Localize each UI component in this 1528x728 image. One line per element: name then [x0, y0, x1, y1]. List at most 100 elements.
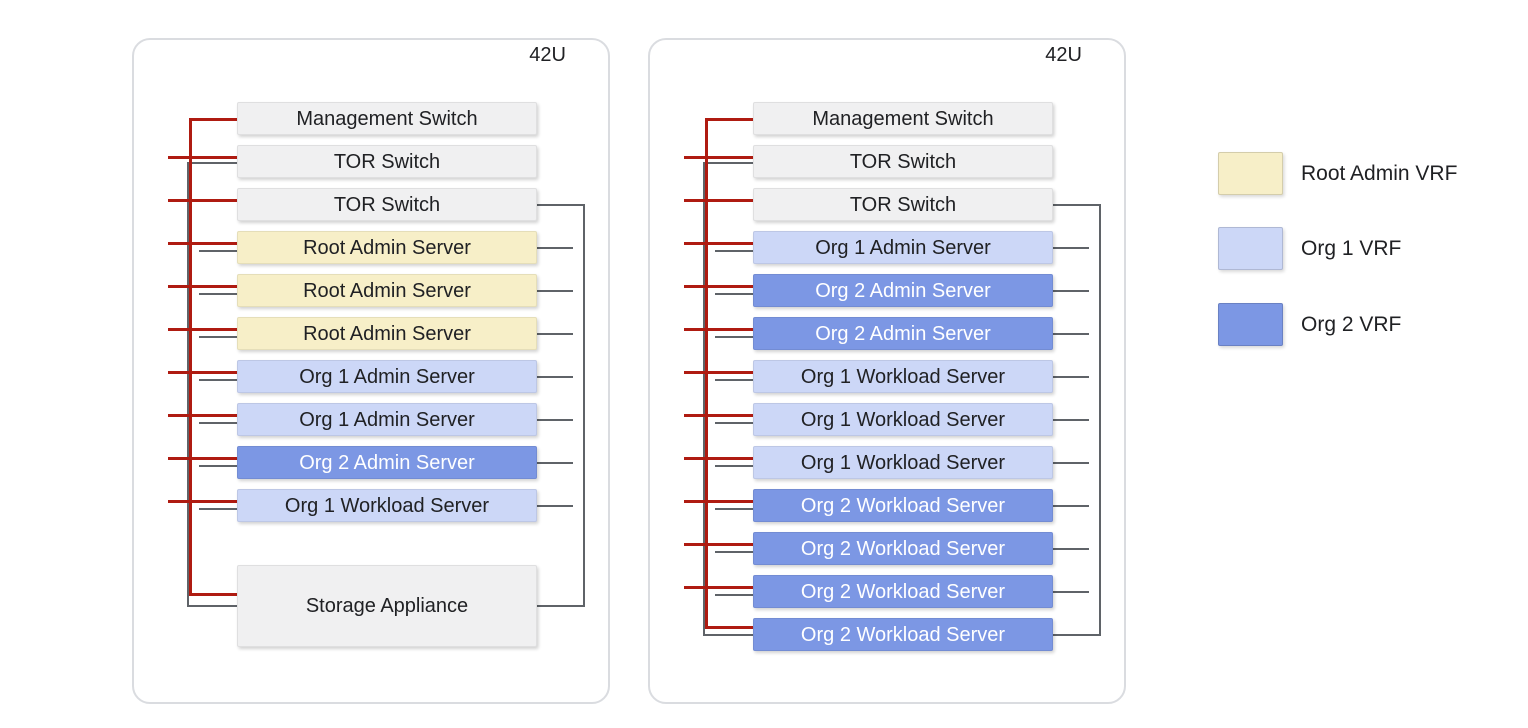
- rack-1: 42U Management Swi: [132, 38, 610, 704]
- data-network-right-trunk-line: [1099, 204, 1101, 636]
- data-link-stub: [715, 379, 753, 381]
- mgmt-link-line: [684, 414, 753, 417]
- data-link-stub: [1053, 419, 1089, 421]
- data-link-stub: [1053, 247, 1089, 249]
- mgmt-link-line: [684, 500, 753, 503]
- legend-swatch-org1-vrf: [1218, 227, 1283, 270]
- data-link-stub: [715, 551, 753, 553]
- rack-unit-label: Org 1 Workload Server: [800, 365, 1006, 388]
- legend-item: Org 2 VRF: [1218, 303, 1401, 346]
- rack-unit: Org 2 Admin Server: [237, 446, 537, 479]
- rack-unit: Org 1 Admin Server: [237, 360, 537, 393]
- rack-unit-label: Org 1 Workload Server: [800, 451, 1006, 474]
- data-network-left-trunk-line: [187, 162, 189, 607]
- rack-unit-label: TOR Switch: [849, 193, 957, 216]
- mgmt-link-line: [705, 626, 753, 629]
- data-link-stub: [1053, 548, 1089, 550]
- mgmt-link-line: [705, 118, 753, 121]
- rack-unit: TOR Switch: [237, 188, 537, 221]
- rack-unit-label: Root Admin Server: [303, 236, 471, 259]
- rack-unit-label: Org 1 Admin Server: [815, 236, 991, 259]
- rack-unit: Storage Appliance: [237, 565, 537, 647]
- data-link-stub: [537, 247, 573, 249]
- legend-item: Root Admin VRF: [1218, 152, 1457, 195]
- data-link-stub: [1053, 376, 1089, 378]
- mgmt-link-line: [684, 199, 753, 202]
- mgmt-link-line: [189, 118, 237, 121]
- rack-unit: Org 2 Admin Server: [753, 274, 1053, 307]
- rack-unit: TOR Switch: [753, 145, 1053, 178]
- data-link-stub: [537, 419, 573, 421]
- mgmt-link-line: [168, 414, 237, 417]
- mgmt-link-line: [168, 500, 237, 503]
- rack-unit-label: TOR Switch: [333, 193, 441, 216]
- data-link-stub: [715, 594, 753, 596]
- data-link-stub: [199, 336, 237, 338]
- rack-unit-label: Org 1 Workload Server: [800, 408, 1006, 431]
- rack-unit: Management Switch: [753, 102, 1053, 135]
- data-link-line: [187, 162, 237, 164]
- rack-unit: Org 1 Admin Server: [237, 403, 537, 436]
- rack-unit: Root Admin Server: [237, 317, 537, 350]
- mgmt-link-line: [168, 242, 237, 245]
- rack-unit-label: TOR Switch: [333, 150, 441, 173]
- rack-unit: Org 1 Workload Server: [753, 403, 1053, 436]
- data-link-stub: [537, 462, 573, 464]
- rack-unit-label: Root Admin Server: [303, 279, 471, 302]
- data-link-stub: [715, 465, 753, 467]
- rack-unit-label: Org 2 Workload Server: [800, 580, 1006, 603]
- data-link-stub: [715, 508, 753, 510]
- rack-unit-label: Org 2 Workload Server: [800, 537, 1006, 560]
- rack-1-capacity-label: 42U: [529, 44, 566, 66]
- data-network-right-trunk-line: [583, 204, 585, 607]
- data-link-stub: [199, 379, 237, 381]
- mgmt-link-line: [189, 593, 237, 596]
- rack-unit: Org 2 Workload Server: [753, 532, 1053, 565]
- data-link-stub: [1053, 290, 1089, 292]
- data-link-stub: [715, 250, 753, 252]
- mgmt-link-line: [168, 285, 237, 288]
- rack-unit: Management Switch: [237, 102, 537, 135]
- data-link-line: [187, 605, 237, 607]
- data-link-stub: [1053, 462, 1089, 464]
- data-link-stub: [199, 293, 237, 295]
- rack-unit-label: Management Switch: [296, 107, 478, 130]
- data-link-stub: [1053, 505, 1089, 507]
- rack-unit-label: Org 2 Workload Server: [800, 494, 1006, 517]
- rack-unit: Org 1 Admin Server: [753, 231, 1053, 264]
- rack-unit: Org 1 Workload Server: [753, 360, 1053, 393]
- mgmt-link-line: [684, 242, 753, 245]
- rack-unit-label: Root Admin Server: [303, 322, 471, 345]
- rack-unit-label: Org 2 Workload Server: [800, 623, 1006, 646]
- mgmt-link-line: [684, 586, 753, 589]
- mgmt-link-line: [684, 457, 753, 460]
- data-link-line: [537, 204, 585, 206]
- data-link-stub: [537, 333, 573, 335]
- rack-unit-label: Org 1 Workload Server: [284, 494, 490, 517]
- rack-unit: Org 2 Workload Server: [753, 575, 1053, 608]
- mgmt-link-line: [684, 156, 753, 159]
- legend-label: Root Admin VRF: [1301, 161, 1458, 185]
- rack-unit-label: TOR Switch: [849, 150, 957, 173]
- rack-unit-label: Storage Appliance: [305, 595, 469, 617]
- data-network-left-trunk-line: [703, 162, 705, 636]
- data-link-stub: [1053, 333, 1089, 335]
- mgmt-link-line: [168, 371, 237, 374]
- mgmt-network-trunk-line: [189, 118, 192, 595]
- rack-2: 42U: [648, 38, 1126, 704]
- rack-unit: Root Admin Server: [237, 231, 537, 264]
- mgmt-link-line: [168, 328, 237, 331]
- rack-unit-label: Org 1 Admin Server: [299, 365, 475, 388]
- legend-swatch-root-admin-vrf: [1218, 152, 1283, 195]
- data-link-stub: [1053, 591, 1089, 593]
- rack-unit: TOR Switch: [237, 145, 537, 178]
- data-link-stub: [715, 336, 753, 338]
- data-link-stub: [199, 422, 237, 424]
- mgmt-link-line: [168, 199, 237, 202]
- data-link-stub: [199, 250, 237, 252]
- data-link-line: [537, 605, 585, 607]
- rack-2-capacity-label: 42U: [1045, 44, 1082, 66]
- legend-label: Org 1 VRF: [1301, 236, 1402, 260]
- data-link-line: [703, 634, 753, 636]
- rack-unit: Org 2 Workload Server: [753, 489, 1053, 522]
